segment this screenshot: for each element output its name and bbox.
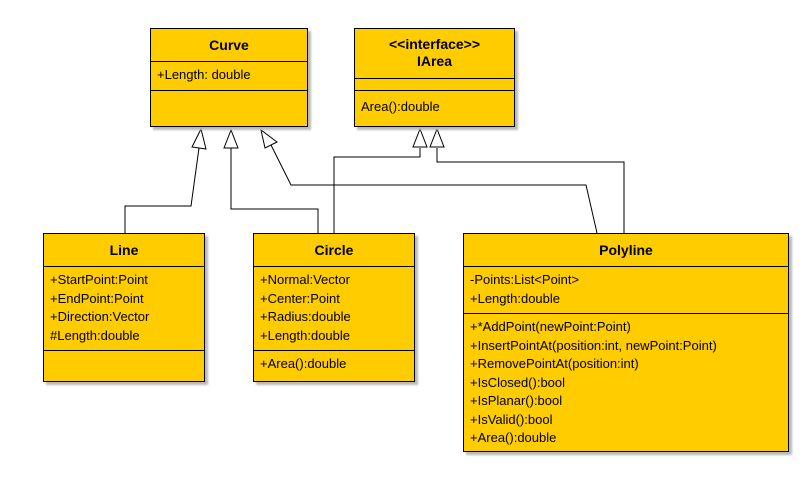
class-curve[interactable]: Curve +Length: double xyxy=(150,28,308,127)
operations-section: +Area():double xyxy=(254,351,414,381)
operations-section xyxy=(151,91,307,126)
polyline-to-curve-connector xyxy=(270,144,598,234)
class-line[interactable]: Line +StartPoint:Point +EndPoint:Point +… xyxy=(43,233,205,382)
stereotype: <<interface>> xyxy=(388,36,481,52)
operations-section: Area():double xyxy=(355,91,514,126)
operation: +RemovePointAt(position:int) xyxy=(470,356,639,371)
class-name: Line xyxy=(44,234,204,267)
curve-inheritance-arrowhead-middle xyxy=(223,128,239,149)
curve-inheritance-arrowhead-right xyxy=(260,128,278,149)
operation: +InsertPointAt(position:int, newPoint:Po… xyxy=(470,337,717,353)
attribute: +StartPoint:Point xyxy=(50,272,148,287)
operations-section: +*AddPoint(newPoint:Point) +InsertPointA… xyxy=(464,314,788,451)
attribute: +Length:double xyxy=(260,327,351,343)
attribute: +Normal:Vector xyxy=(260,272,350,287)
attributes-section: -Points:List<Point> +Length:double xyxy=(464,267,788,314)
class-circle[interactable]: Circle +Normal:Vector +Center:Point +Rad… xyxy=(253,233,415,382)
operation: +*AddPoint(newPoint:Point) xyxy=(470,319,631,334)
attributes-section xyxy=(355,79,514,91)
attributes-section: +Normal:Vector +Center:Point +Radius:dou… xyxy=(254,267,414,351)
operations-section xyxy=(44,351,204,381)
circle-to-curve-connector xyxy=(230,148,319,233)
attribute: +Center:Point xyxy=(260,290,340,306)
operation: Area():double xyxy=(361,99,440,114)
attribute: +Direction:Vector xyxy=(50,309,150,324)
attribute: +Length: double xyxy=(157,67,251,82)
circle-to-iarea-connector xyxy=(333,148,421,233)
attribute: +Radius:double xyxy=(260,309,351,324)
operation: +Area():double xyxy=(260,356,347,371)
operation: +Area():double xyxy=(470,430,557,445)
class-name: Circle xyxy=(254,234,414,267)
polyline-to-iarea-connector xyxy=(436,148,625,233)
attributes-section: +Length: double xyxy=(151,62,307,91)
class-name: IArea xyxy=(416,53,453,69)
class-iarea[interactable]: <<interface>> IArea Area():double xyxy=(354,28,515,127)
class-name: Curve xyxy=(151,29,307,62)
iarea-realization-arrowhead-right xyxy=(429,127,445,148)
class-name: Polyline xyxy=(464,234,788,267)
line-to-curve-connector xyxy=(124,147,200,233)
attribute: +EndPoint:Point xyxy=(50,290,144,306)
attribute: -Points:List<Point> xyxy=(470,272,580,287)
operation: +IsClosed():bool xyxy=(470,374,566,390)
iarea-realization-arrowhead-left xyxy=(412,127,428,148)
operation: +IsPlanar():bool xyxy=(470,393,563,408)
attribute: #Length:double xyxy=(50,327,140,343)
attributes-section: +StartPoint:Point +EndPoint:Point +Direc… xyxy=(44,267,204,351)
class-header: <<interface>> IArea xyxy=(355,29,514,79)
class-polyline[interactable]: Polyline -Points:List<Point> +Length:dou… xyxy=(463,233,789,452)
attribute: +Length:double xyxy=(470,290,561,306)
curve-inheritance-arrowhead-left xyxy=(191,127,207,150)
operation: +IsValid():bool xyxy=(470,411,553,427)
